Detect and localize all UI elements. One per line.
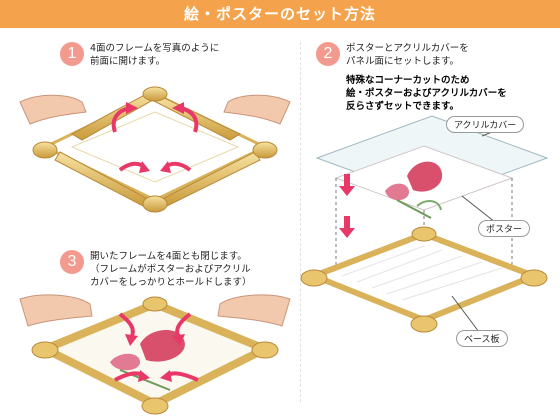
step-3-number: 3 bbox=[60, 250, 84, 274]
page-title: 絵・ポスターのセット方法 bbox=[183, 5, 376, 23]
title-banner bbox=[0, 0, 560, 28]
step-2-number: 2 bbox=[316, 42, 340, 66]
step-2-illustration bbox=[300, 115, 549, 337]
acrylic-cover-label: アクリルカバー bbox=[446, 116, 525, 133]
base-board-label: ベース板 bbox=[456, 330, 508, 347]
step-1-number: 1 bbox=[60, 42, 84, 66]
step-3-text: 開いたフレームを4面とも閉じます。 （フレームがポスターおよびアクリル カバーを… bbox=[90, 251, 252, 288]
column-divider bbox=[300, 42, 301, 402]
step-2-text: ポスターとアクリルカバーを パネル面にセットします。 bbox=[346, 43, 469, 67]
poster-label: ポスター bbox=[478, 220, 531, 237]
step-3-illustration bbox=[19, 294, 291, 415]
step-1-text: 4面のフレームを写真のように 前面に開けます。 bbox=[90, 43, 220, 67]
corner-cut-note: 特殊なコーナーカットのため 絵・ポスターおよびアクリルカバーを 反らさずセットで… bbox=[346, 75, 507, 112]
step-1-illustration bbox=[19, 86, 291, 213]
